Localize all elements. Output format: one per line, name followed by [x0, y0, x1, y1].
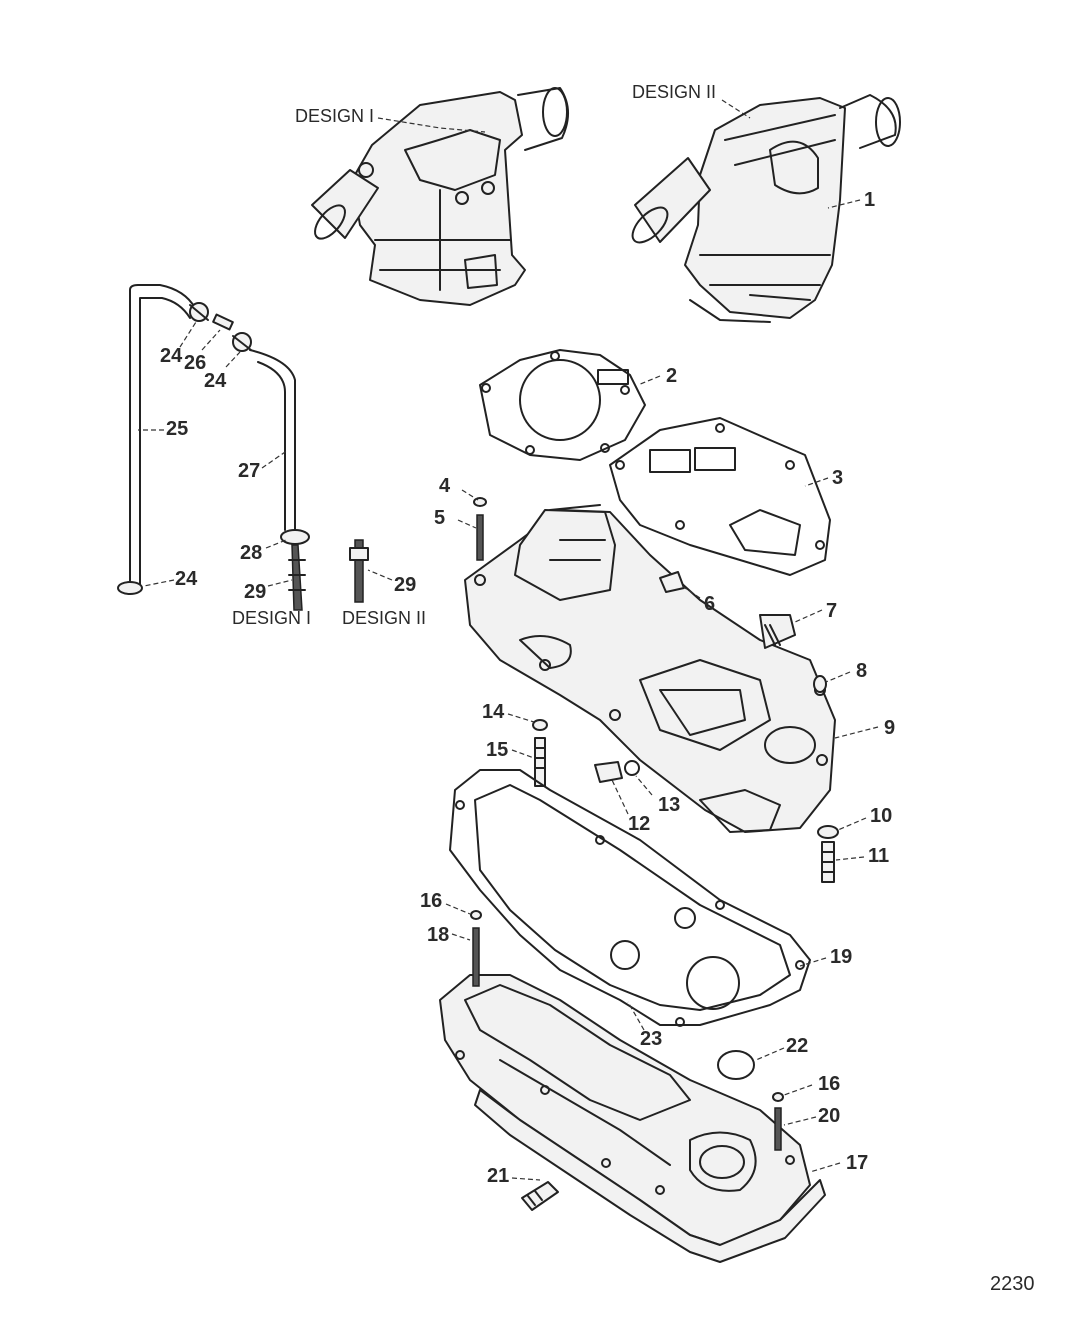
design-2-top-label: DESIGN II	[632, 82, 716, 102]
callout-29-design-1: 29	[244, 581, 266, 603]
adapter-plate-9	[464, 504, 836, 833]
hose-25	[129, 284, 196, 586]
screw-15	[534, 737, 546, 787]
callout-9: 9	[884, 717, 895, 739]
callout-3: 3	[832, 467, 843, 489]
callout-23: 23	[640, 1028, 662, 1050]
fitting-29-design-1	[291, 544, 303, 611]
leader-lines	[138, 99, 879, 1181]
callout-22: 22	[786, 1035, 808, 1057]
callout-11: 11	[868, 845, 889, 867]
fitting-12	[594, 761, 623, 783]
callout-21: 21	[487, 1165, 509, 1187]
fitting-26	[212, 313, 234, 331]
callout-7: 7	[826, 600, 837, 622]
small-parts-upper	[473, 497, 839, 883]
o-ring-13	[624, 760, 640, 776]
gasket-3	[609, 417, 831, 576]
callout-20: 20	[818, 1105, 840, 1127]
callout-1: 1	[864, 189, 875, 211]
callout-16-bottom: 16	[818, 1073, 840, 1095]
callout-28: 28	[240, 542, 262, 564]
design-1-housing	[311, 87, 569, 306]
callout-14: 14	[482, 701, 505, 723]
callout-8: 8	[856, 660, 867, 682]
nut-16-bottom	[772, 1092, 784, 1102]
design-1-bottom-label: DESIGN I	[232, 608, 311, 628]
callout-16-top: 16	[420, 890, 442, 912]
figure-number: 2230	[990, 1273, 1035, 1295]
callout-12: 12	[628, 813, 650, 835]
callout-24-bottom: 24	[175, 568, 198, 590]
callout-6: 6	[704, 593, 715, 615]
clamp-24-bottom	[117, 581, 143, 595]
clamp-28	[280, 529, 310, 545]
callout-24-top: 24	[160, 345, 183, 367]
design-1-top-label: DESIGN I	[295, 106, 374, 126]
fitting-29-design-2	[354, 539, 364, 603]
screw-5	[476, 514, 484, 561]
design-2-bottom-label: DESIGN II	[342, 608, 426, 628]
plate-17	[439, 974, 826, 1263]
small-parts-lower	[470, 910, 784, 1211]
plug-8	[813, 675, 827, 693]
callout-19: 19	[830, 946, 852, 968]
callout-2: 2	[666, 365, 677, 387]
callout-27: 27	[238, 460, 260, 482]
callout-25: 25	[166, 418, 188, 440]
washer-10	[817, 825, 839, 839]
nut-16-top	[470, 910, 482, 920]
stud-20	[774, 1107, 782, 1151]
washer-14	[532, 719, 548, 731]
design-2-housing	[631, 94, 901, 323]
sensor-7	[759, 614, 796, 649]
o-ring-22	[717, 1050, 755, 1080]
callout-5: 5	[434, 507, 445, 529]
callout-18: 18	[427, 924, 449, 946]
stud-18	[472, 927, 480, 987]
hose-assembly	[117, 284, 369, 611]
callout-26: 26	[184, 352, 206, 374]
callout-29-design-2: 29	[394, 574, 416, 596]
gasket-2	[479, 349, 646, 461]
hose-27	[249, 349, 296, 531]
callout-17: 17	[846, 1152, 868, 1174]
callout-4: 4	[439, 475, 451, 497]
gasket-19	[449, 769, 811, 1027]
callout-15: 15	[486, 739, 508, 761]
callout-24-mid: 24	[204, 370, 227, 392]
callout-13: 13	[658, 794, 680, 816]
callout-10: 10	[870, 805, 892, 827]
